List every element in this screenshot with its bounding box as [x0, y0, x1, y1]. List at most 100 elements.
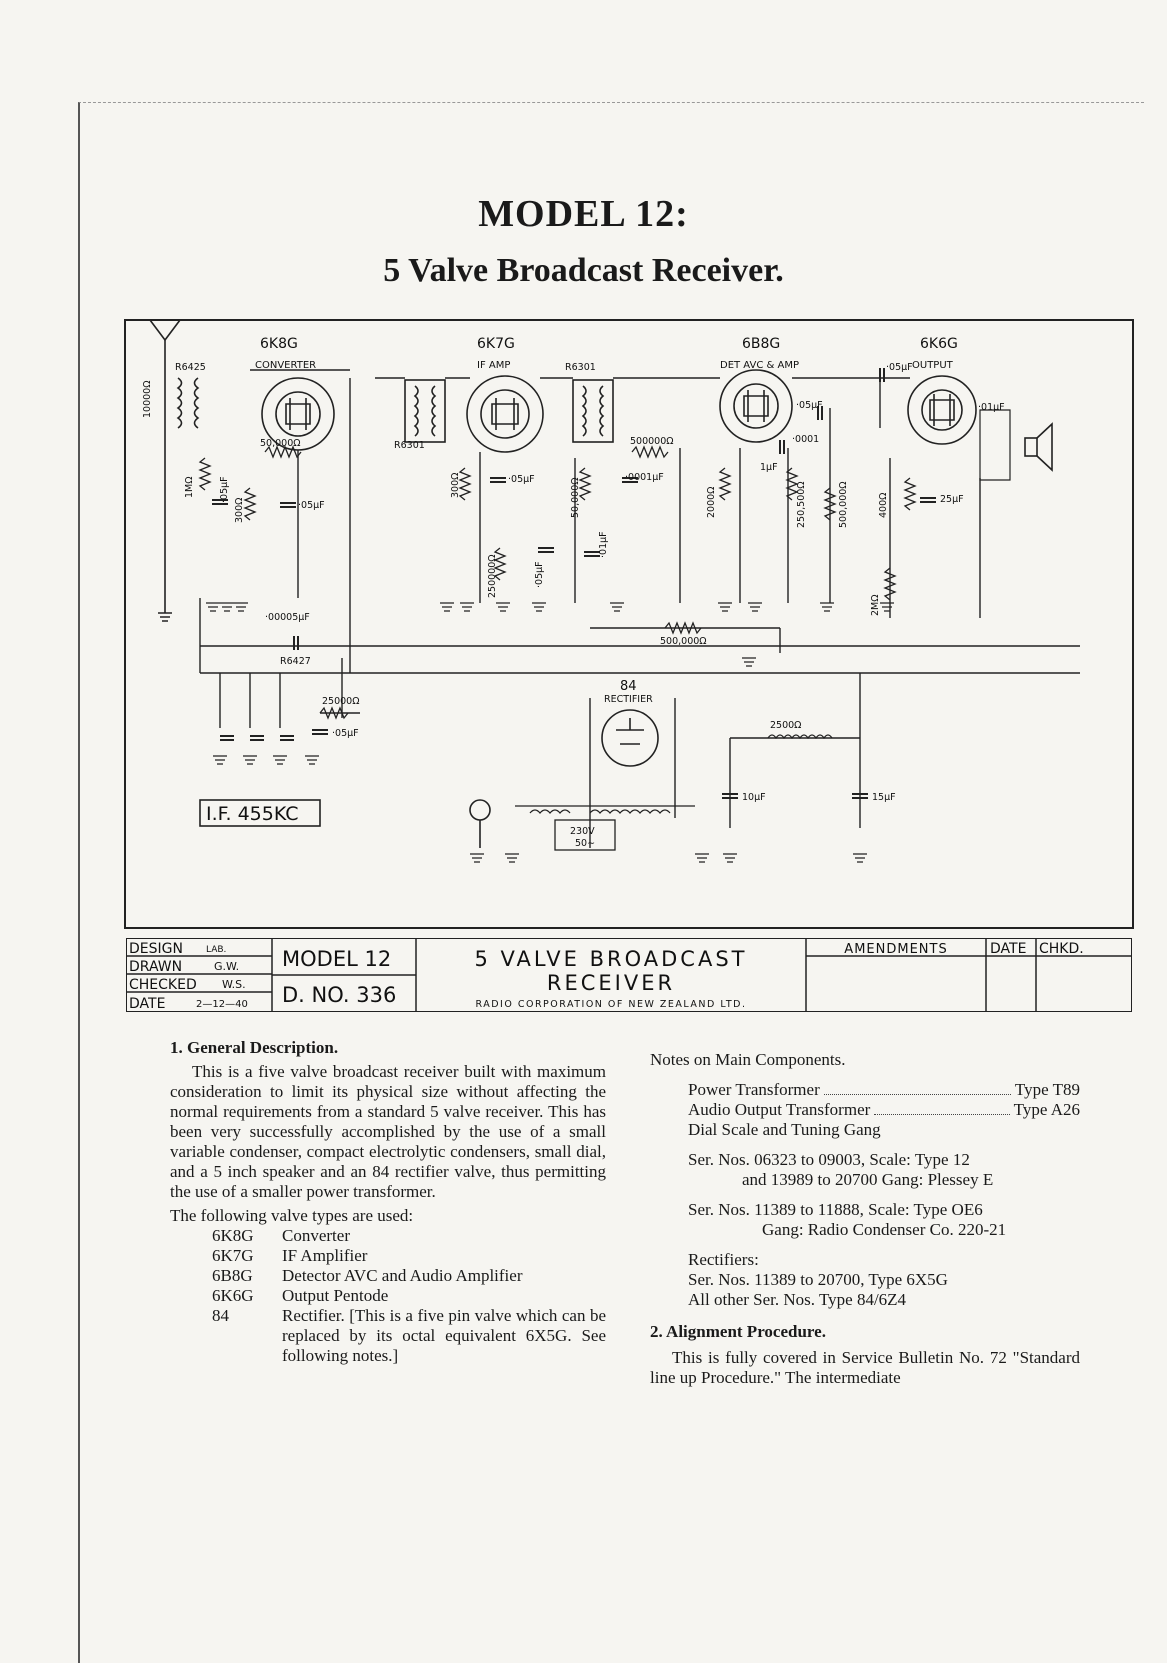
speaker-symbol [979, 409, 1053, 481]
filter-choke [767, 734, 833, 740]
serial-range-1b: and 13989 to 20700 Gang: Plessey E [742, 1170, 994, 1189]
valve-label-6b8g: 6B8G [742, 336, 780, 352]
drawing-number: D. NO. 336 [282, 983, 396, 1007]
label-r50000b: 50,000Ω [570, 477, 581, 518]
valve-label-6k8g: 6K8G [260, 336, 298, 352]
drawn-value: G.W. [214, 960, 239, 973]
label-r25000: 25000Ω [322, 696, 359, 707]
aerial-coil [176, 377, 200, 429]
amendments-header: AMENDMENTS [844, 942, 947, 957]
label-c10: 10μF [742, 792, 766, 803]
label-freq: 50∼ [575, 838, 595, 849]
label-r6427: R6427 [280, 656, 311, 667]
label-c05c: ·05μF [508, 474, 535, 485]
rectifiers-heading: Rectifiers: [688, 1250, 759, 1269]
rectifier-84 [601, 709, 659, 767]
page-title: MODEL 12: [478, 193, 689, 235]
wiring [199, 369, 1080, 848]
section1-heading: 1. General Description. [170, 1038, 339, 1057]
label-r500000a: 500000Ω [630, 436, 674, 447]
section2-body: This is fully covered in Service Bulleti… [650, 1348, 1080, 1387]
valve-list-intro: The following valve types are used: [170, 1206, 414, 1225]
company-name: RADIO CORPORATION OF NEW ZEALAND LTD. [476, 999, 747, 1010]
label-r500000c: 500,000Ω [660, 636, 707, 647]
if-transformer-1 [404, 379, 446, 443]
label-84: 84 [620, 679, 637, 694]
if-frequency-box [199, 799, 321, 827]
serial-range-2: Ser. Nos. 11389 to 11888, Scale: Type OE… [688, 1200, 983, 1219]
resistors [198, 445, 917, 720]
section1-body: This is a five valve broadcast receiver … [170, 1062, 606, 1201]
label-c1: 1μF [760, 462, 778, 473]
checked-value: W.S. [222, 978, 246, 991]
label-c01a: ·01μF [598, 531, 609, 558]
label-r2m: 2MΩ [870, 594, 881, 616]
label-choke: 2500Ω [770, 720, 801, 731]
title-block: DESIGN LAB. DRAWN G.W. CHECKED W.S. DATE… [126, 938, 1132, 1012]
valve-label-6k7g: 6K7G [477, 336, 515, 352]
model-cell: MODEL 12 [282, 947, 391, 971]
description-line2: RECEIVER [547, 971, 675, 995]
label-c01out: ·01μF [978, 402, 1005, 413]
checked-label: CHECKED [129, 977, 197, 993]
label-c05b: ·05μF [298, 500, 325, 511]
valve-label-6k6g: 6K6G [920, 336, 958, 352]
pilot-lamp-icon [469, 799, 491, 848]
label-r300b: 300Ω [450, 473, 461, 498]
label-r500000b: 500,000Ω [838, 481, 849, 528]
label-r300a: 300Ω [234, 498, 245, 523]
checked-header: CHKD. [1039, 941, 1084, 957]
design-value: LAB. [206, 945, 226, 955]
dial-scale-row: Dial Scale and Tuning Gang [688, 1120, 881, 1139]
valve-role-6b8g: DET AVC & AMP [720, 360, 799, 371]
label-c05d: ·05μF [534, 561, 545, 588]
label-c05f: ·05μF [332, 728, 359, 739]
label-c00005: ·00005μF [265, 612, 310, 623]
section2-heading: 2. Alignment Procedure. [650, 1322, 826, 1341]
drawn-label: DRAWN [129, 959, 182, 975]
description-line1: 5 VALVE BROADCAST [474, 947, 747, 971]
date-value: 2—12—40 [196, 999, 248, 1010]
label-c0001a: ·0001μF [625, 472, 664, 483]
label-c05a: ·05μF [219, 476, 230, 503]
if-transformer-2 [572, 379, 614, 443]
label-mains: 230V [570, 826, 595, 837]
label-r1m: 1MΩ [184, 476, 195, 498]
if-frequency-label: I.F. 455KC [206, 803, 299, 825]
label-r50000a: 50,000Ω [260, 438, 301, 449]
label-c05out: ·05μF [886, 362, 913, 373]
valve-role-6k7g: IF AMP [477, 360, 510, 371]
antenna-symbol [148, 319, 182, 622]
label-r6301b: R6301 [565, 362, 596, 373]
label-r250500: 250,500Ω [796, 481, 807, 528]
notes-heading: Notes on Main Components. [650, 1050, 846, 1069]
label-rectifier: RECTIFIER [604, 694, 653, 705]
page-subtitle: 5 Valve Broadcast Receiver. [383, 252, 784, 289]
label-c15: 15μF [872, 792, 896, 803]
valve-6b8g [719, 369, 793, 443]
valve-role-6k6g: OUTPUT [912, 360, 954, 371]
power-transformer [515, 805, 695, 851]
label-c25: 25μF [940, 494, 964, 505]
rectifier-row-1: Ser. Nos. 11389 to 20700, Type 6X5G [688, 1270, 948, 1289]
circuit-schematic: 6K8G CONVERTER 6K7G IF AMP 6B8G DET AVC … [124, 319, 1134, 929]
label-r10000: 10000Ω [142, 381, 153, 418]
label-r400: 400Ω [878, 493, 889, 518]
valve-6k6g [907, 375, 977, 445]
capacitors [212, 368, 936, 799]
label-r250000a: 250000Ω [487, 554, 498, 598]
rectifier-row-2: All other Ser. Nos. Type 84/6Z4 [688, 1290, 907, 1309]
label-r6425: R6425 [175, 362, 206, 373]
serial-range-1: Ser. Nos. 06323 to 09003, Scale: Type 12 [688, 1150, 970, 1169]
label-r2000: 2000Ω [706, 487, 717, 518]
label-c0001b: ·0001 [792, 434, 819, 445]
valve-role-6k8g: CONVERTER [255, 360, 316, 371]
ground-symbols [206, 602, 894, 863]
valve-6k7g [466, 375, 544, 453]
